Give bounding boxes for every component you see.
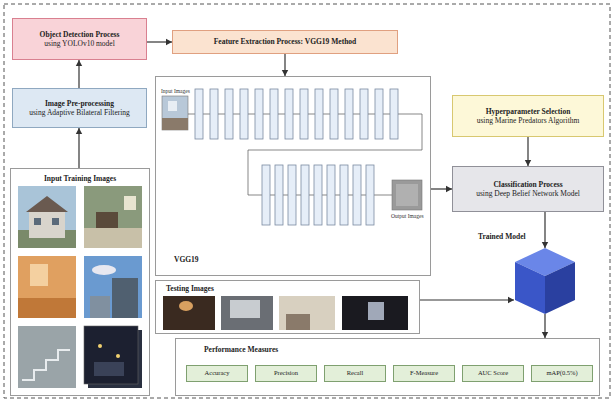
panel-heading: Input Training Images [11, 174, 149, 183]
flow-arrow [76, 128, 82, 168]
metric-box: Precision [255, 365, 317, 382]
network-panel: VGG19 [155, 76, 431, 276]
metrics-panel: Performance MeasuresAccuracy Precision Rec… [175, 338, 600, 396]
image-panel: Input Training Images [10, 168, 150, 396]
panel-heading: Performance Measures [204, 345, 278, 354]
box-text: using Marine Predators Algorithm [477, 116, 580, 125]
metric-box: AUC Score [462, 365, 524, 382]
vgg19-layers [162, 89, 422, 225]
flow-arrow [542, 314, 548, 338]
box-heading: Classification Process [493, 180, 562, 189]
panel-heading: Trained Model [478, 232, 526, 241]
box-heading: Image Pre-processing [45, 99, 114, 108]
panel-heading: Testing Images [166, 284, 214, 293]
model-cube [515, 248, 575, 314]
panel-heading: VGG19 [174, 255, 199, 264]
flow-arrow [147, 39, 172, 45]
box-text: using Adaptive Bilateral Filtering [29, 108, 130, 117]
box-text: using Deep Belief Network Model [476, 189, 580, 198]
box-text: F-Measure [410, 369, 438, 377]
image-label: Output Images [391, 213, 424, 219]
testing-photos [163, 296, 408, 330]
box-text: AUC Score [478, 369, 508, 377]
flow-arrow [431, 186, 452, 192]
box-text: using YOLOv10 model [44, 39, 115, 48]
process-box: Hyperparameter Selectionusing Marine Pre… [452, 95, 604, 137]
process-box: Feature Extraction Process: VGG19 Method [172, 30, 398, 54]
box-text: mAP(0.5%) [546, 369, 577, 377]
metric-box: Recall [324, 365, 386, 382]
image-label: Input Images [161, 88, 190, 94]
box-heading: Hyperparameter Selection [486, 107, 571, 116]
box-text: Accuracy [205, 369, 230, 377]
flow-arrow [525, 137, 531, 166]
box-text: Feature Extraction Process: VGG19 Method [214, 37, 356, 46]
process-box: Object Detection Processusing YOLOv10 mo… [12, 18, 147, 60]
metric-box: Accuracy [186, 365, 248, 382]
box-text: Recall [347, 369, 364, 377]
training-photos [18, 186, 142, 388]
box-text: Precision [274, 369, 298, 377]
metric-box: F-Measure [393, 365, 455, 382]
model-node: Trained Model [514, 248, 576, 314]
metric-box: mAP(0.5%) [531, 365, 593, 382]
dashed-border [4, 4, 610, 398]
flow-arrow [282, 54, 288, 76]
process-box: Classification Processusing Deep Belief … [452, 166, 604, 212]
process-box: Image Pre-processingusing Adaptive Bilat… [12, 88, 147, 128]
image-panel: Testing Images [155, 280, 420, 334]
flow-arrow [420, 297, 514, 303]
flow-arrow [542, 212, 548, 248]
box-heading: Object Detection Process [40, 30, 120, 39]
flow-arrow [76, 60, 82, 88]
